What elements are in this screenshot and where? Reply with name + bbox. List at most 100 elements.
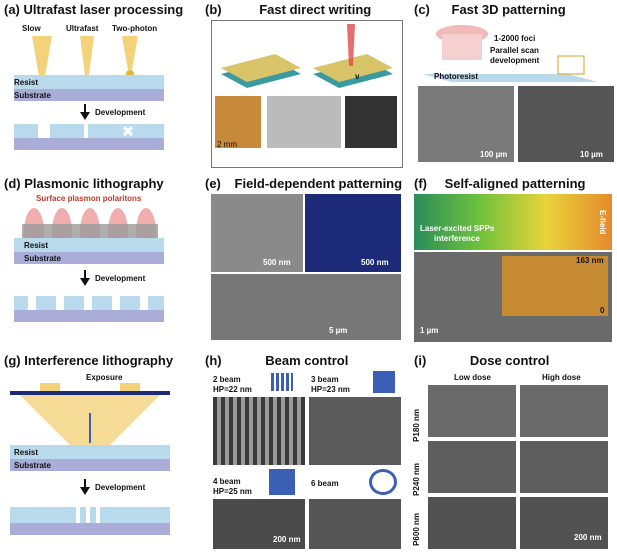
scale-10um: 10 µm xyxy=(580,150,603,159)
three-beam-label: 3 beam xyxy=(311,375,339,384)
panel-f: (f) Self-aligned patterning Laser-excite… xyxy=(410,170,617,345)
row-p180-label: P180 nm xyxy=(412,409,421,442)
development-label: Development xyxy=(95,274,146,283)
dot-array-sem xyxy=(267,96,341,148)
substrate-layer xyxy=(14,89,164,101)
height-min-label: 0 xyxy=(600,306,605,315)
three-beam-hp: HP=23 nm xyxy=(311,385,350,394)
interference-exposure-illustration xyxy=(10,383,170,445)
development-label: Development xyxy=(95,483,146,492)
panel-a-title: (a) Ultrafast laser processing xyxy=(4,2,184,17)
three-beam-icon xyxy=(373,371,395,393)
foci-label: 1-2000 foci xyxy=(494,34,536,43)
scale-100um: 100 µm xyxy=(480,150,508,159)
height-max-label: 163 nm xyxy=(576,256,604,265)
panel-h: (h) Beam control 2 beam HP=22 nm 3 beam … xyxy=(205,345,410,553)
laser-spp-label: Laser-excited SPPs xyxy=(420,224,495,233)
substrate-layer xyxy=(14,252,164,264)
velocity-label: v xyxy=(355,72,360,81)
parallel-scan-label: Parallel scan xyxy=(490,46,539,55)
row-p600-label: P600 nm xyxy=(412,513,421,546)
substrate-layer xyxy=(10,459,170,471)
developed-resist xyxy=(14,124,164,150)
arrowhead xyxy=(80,112,90,120)
development-label: Development xyxy=(95,108,146,117)
scale-5um: 5 µm xyxy=(329,326,348,335)
panel-c: (c) Fast 3D patterning 1-2000 foci Paral… xyxy=(410,0,617,170)
sample-photo xyxy=(215,96,261,148)
two-beam-icon xyxy=(271,373,293,391)
resist-label: Resist xyxy=(14,78,39,87)
bullseye-sem xyxy=(211,194,303,272)
low-dose-p240-sem xyxy=(428,441,516,493)
panel-e: (e) Field-dependent patterning 500 nm 50… xyxy=(205,170,410,345)
high-dose-p240-sem xyxy=(520,441,608,493)
substrate-label: Substrate xyxy=(14,91,51,100)
six-beam-icon xyxy=(369,469,397,495)
efield-label: E-field xyxy=(598,210,607,235)
low-dose-label: Low dose xyxy=(454,373,491,382)
slow-label: Slow xyxy=(22,24,41,33)
three-beam-sem xyxy=(309,397,401,465)
four-beam-hp: HP=25 nm xyxy=(213,487,252,496)
single-dot-sem xyxy=(345,96,397,148)
two-beam-label: 2 beam xyxy=(213,375,241,384)
stage-illustration xyxy=(221,24,393,88)
panel-g: (g) Interference lithography Exposure Re… xyxy=(0,345,205,553)
six-beam-sem xyxy=(309,499,401,549)
lattice-sem xyxy=(518,86,614,162)
twophoton-label: Two-photon xyxy=(112,24,158,33)
scale-500nm-right: 500 nm xyxy=(361,258,389,267)
development-arrow xyxy=(84,270,86,280)
four-beam-icon xyxy=(269,469,295,495)
two-beam-sem xyxy=(213,397,305,465)
low-dose-p600-sem xyxy=(428,497,516,549)
photoresist-label: Photoresist xyxy=(434,72,479,81)
panel-d: (d) Plasmonic lithography Surface plasmo… xyxy=(0,170,205,345)
two-beam-hp: HP=22 nm xyxy=(213,385,252,394)
resist-layer xyxy=(14,238,164,252)
panel-d-title: (d) Plasmonic lithography xyxy=(4,176,164,191)
spp-label: Surface plasmon polaritons xyxy=(36,194,142,203)
resist-layer xyxy=(10,445,170,459)
panel-b-title: (b) Fast direct writing xyxy=(205,2,372,17)
efield-map xyxy=(414,194,612,250)
development-arrow xyxy=(84,479,86,489)
resist-label: Resist xyxy=(24,241,49,250)
afm-inset xyxy=(502,256,608,316)
substrate-label: Substrate xyxy=(24,254,61,263)
direct-writing-frame xyxy=(211,20,403,168)
scale-1um: 1 µm xyxy=(420,326,439,335)
field-map xyxy=(305,194,401,272)
resist-layer xyxy=(14,75,164,89)
multi-foci-illustration xyxy=(422,25,598,82)
panel-f-title: (f) Self-aligned patterning xyxy=(414,176,586,191)
four-beam-sem xyxy=(213,499,305,549)
pillar-array-sem xyxy=(418,86,514,162)
high-dose-p180-sem xyxy=(520,385,608,437)
substrate-label: Substrate xyxy=(14,461,51,470)
row-p240-label: P240 nm xyxy=(412,463,421,496)
dev-label: development xyxy=(490,56,540,65)
arrowhead xyxy=(80,278,90,286)
panel-a: (a) Ultrafast laser processing Slow Ultr… xyxy=(0,0,205,170)
scale-200nm: 200 nm xyxy=(574,533,602,542)
panel-i: (i) Dose control Low dose High dose P180… xyxy=(410,345,617,553)
arrowhead xyxy=(80,487,90,495)
low-dose-p180-sem xyxy=(428,385,516,437)
exposure-label: Exposure xyxy=(86,373,123,382)
six-beam-label: 6 beam xyxy=(311,479,339,488)
high-dose-label: High dose xyxy=(542,373,581,382)
development-arrow xyxy=(84,104,86,114)
panel-b: (b) Fast direct writing v 2 mm xyxy=(205,0,410,170)
high-dose-p600-sem xyxy=(520,497,608,549)
panel-i-title: (i) Dose control xyxy=(414,353,550,368)
four-beam-label: 4 beam xyxy=(213,477,241,486)
developed-grating xyxy=(10,507,170,535)
interference-label: interference xyxy=(434,234,480,243)
resist-label: Resist xyxy=(14,448,39,457)
ultrafast-label: Ultrafast xyxy=(66,24,99,33)
scale-500nm-left: 500 nm xyxy=(263,258,291,267)
ring-array-sem xyxy=(211,274,401,340)
panel-h-title: (h) Beam control xyxy=(205,353,349,368)
